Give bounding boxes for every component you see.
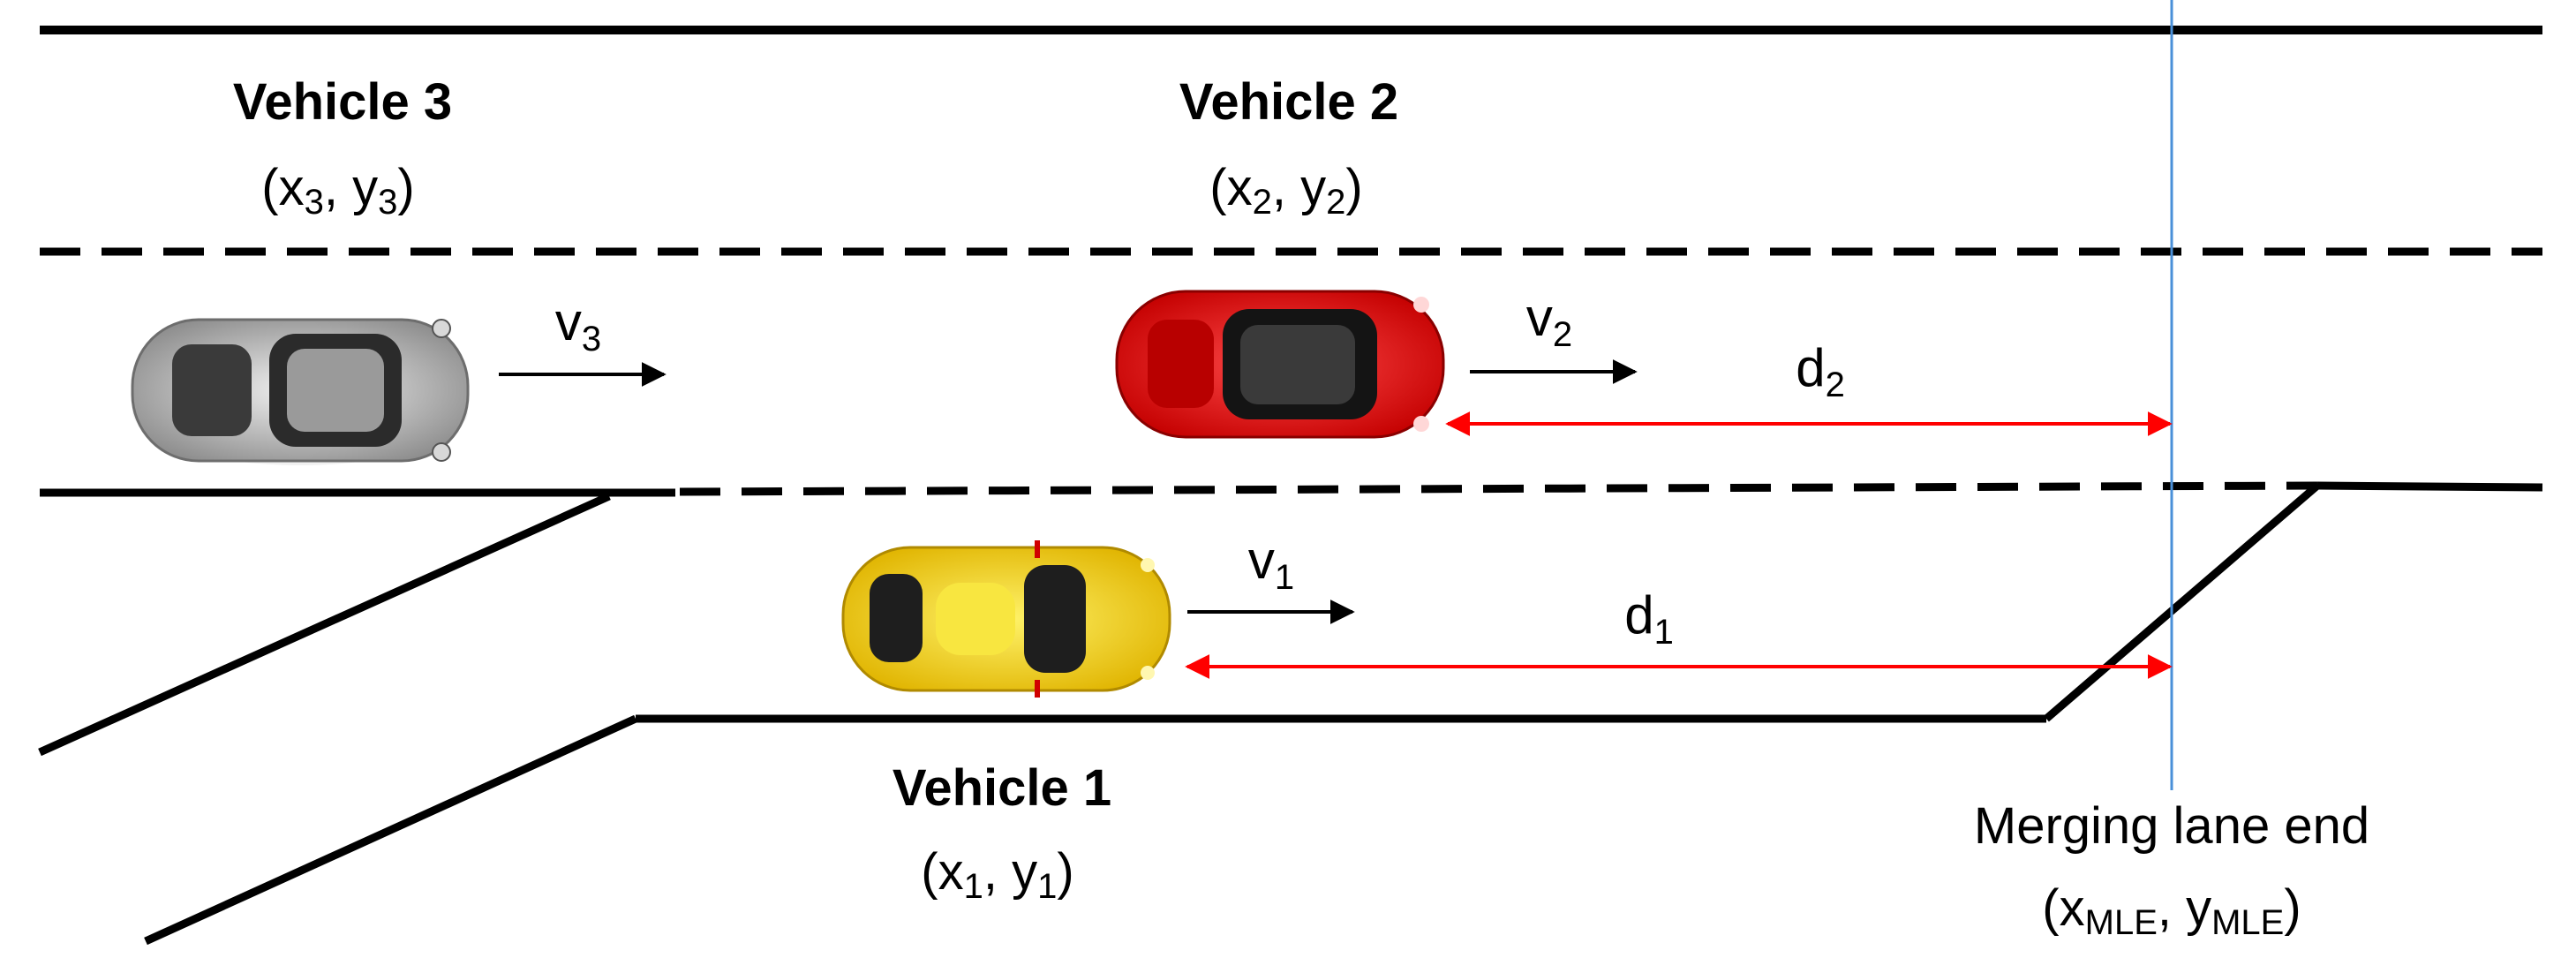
merging-lane-divider-dashed	[679, 481, 2318, 496]
main-lane-lower-edge-right	[2316, 481, 2543, 492]
vehicle-3-title: Vehicle 3	[233, 73, 452, 131]
merging-lane-end-coordinates: (xMLE, yMLE)	[2042, 879, 2301, 942]
vehicle-2-distance-label: d2	[1796, 338, 1845, 404]
on-ramp-lower-edge	[144, 714, 637, 946]
on-ramp-upper-edge	[38, 492, 611, 757]
merging-lane-end-label: Merging lane end	[1974, 797, 2369, 855]
vehicle-2-title: Vehicle 2	[1179, 73, 1398, 131]
vehicle-3-coordinates: (x3, y3)	[261, 159, 414, 222]
vehicle-3-velocity-label: v3	[555, 292, 601, 358]
vehicle-2-coordinates: (x2, y2)	[1209, 159, 1362, 222]
vehicle-1-car-icon	[841, 540, 1171, 698]
vehicle-1-distance-label: d1	[1624, 585, 1674, 652]
vehicle-2-velocity-label: v2	[1526, 288, 1572, 354]
vehicle-2-car-icon	[1115, 290, 1445, 439]
vehicle-1-velocity-label: v1	[1248, 531, 1294, 597]
vehicle-3-car-icon	[131, 318, 470, 465]
merging-taper	[2044, 482, 2320, 722]
vehicle-1-coordinates: (x1, y1)	[921, 843, 1073, 906]
vehicle-1-title: Vehicle 1	[893, 759, 1111, 817]
road	[38, 26, 2543, 946]
